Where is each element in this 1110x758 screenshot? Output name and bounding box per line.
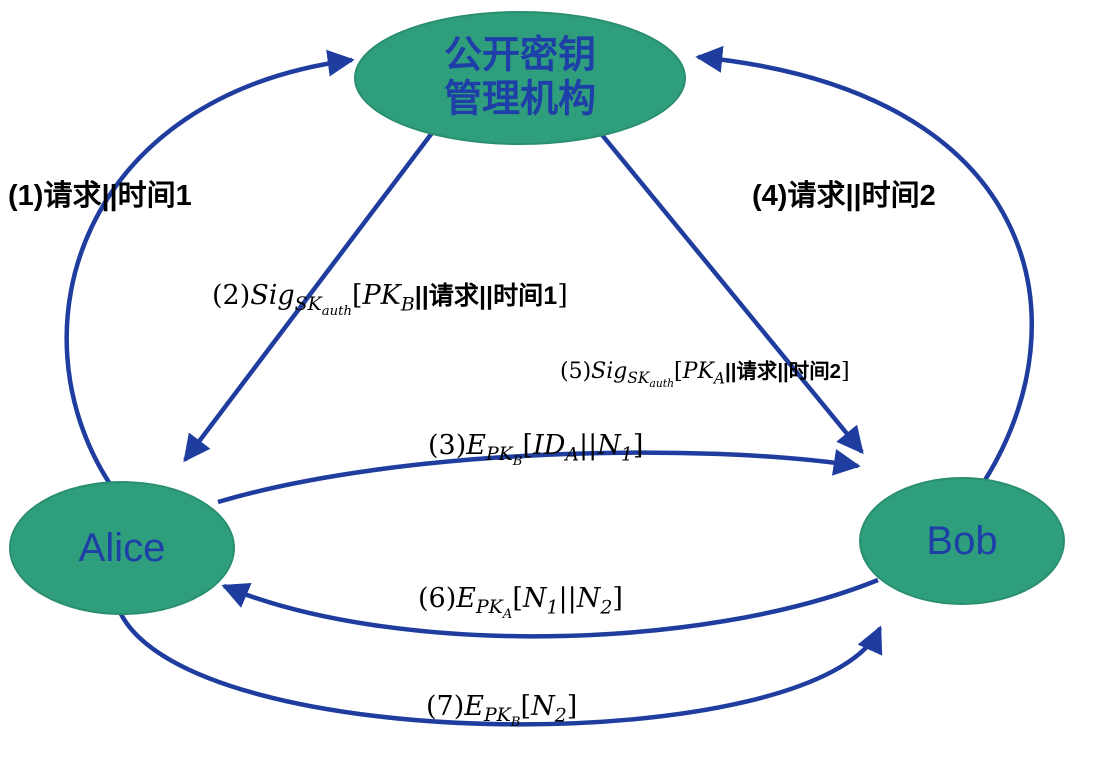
msg3-arg2-sub: 1: [620, 443, 633, 466]
msg2-open-bracket: [: [351, 280, 363, 311]
edge-7-alice-to-bob: [117, 611, 883, 727]
message-5-label: (5)SigSKauth[PKA||请求||时间2]: [560, 354, 850, 389]
message-3-label: (3)EPKB[IDA||N1]: [428, 430, 644, 468]
node-authority-label: 公开密钥 管理机构: [444, 34, 596, 121]
msg6-separator: ||: [558, 583, 577, 614]
msg5-arg1: PK: [682, 359, 714, 384]
msg3-arg1-sub: A: [565, 443, 580, 466]
msg5-function-sub: SK: [627, 369, 650, 388]
msg2-text: ||请求||时间1: [414, 282, 558, 310]
msg5-number: (5): [560, 359, 592, 384]
msg7-arg1: N: [531, 691, 555, 722]
node-authority-shape: [354, 11, 686, 145]
msg5-arg1-sub: A: [713, 369, 726, 388]
msg6-number: (6): [418, 583, 457, 614]
edge-4-bob-to-authority: [695, 45, 1034, 482]
msg2-function-subsub: auth: [321, 304, 352, 320]
msg7-close-bracket: ]: [566, 691, 578, 722]
msg2-arg1: PK: [362, 280, 401, 311]
msg2-close-bracket: ]: [557, 280, 568, 311]
msg6-arg2: N: [576, 583, 601, 614]
authority-label-line1: 公开密钥: [443, 34, 597, 77]
msg7-function: E: [464, 691, 484, 722]
msg2-function: Sig: [250, 280, 295, 311]
msg7-function-sub: PK: [483, 704, 511, 727]
msg5-close-bracket: ]: [841, 359, 850, 384]
msg5-open-bracket: [: [674, 359, 683, 384]
msg7-arg1-sub: 2: [554, 704, 567, 727]
node-alice-shape: [9, 481, 235, 615]
msg5-text: ||请求||时间2: [725, 360, 842, 383]
message-4-label: (4)请求||时间2: [752, 180, 936, 212]
message-1-label: (1)请求||时间1: [8, 180, 192, 212]
msg6-arg1: N: [522, 583, 547, 614]
msg3-function-sub: PK: [485, 443, 513, 466]
edge-2-authority-to-alice: [183, 123, 440, 463]
msg3-separator: ||: [579, 430, 598, 461]
node-bob-label: Bob: [926, 519, 998, 563]
msg3-function-subsub: B: [512, 454, 523, 470]
msg3-function: E: [466, 430, 486, 461]
message-2-label: (2)SigSKauth[PKB||请求||时间1]: [212, 276, 568, 318]
message-6-label: (6)EPKA[N1||N2]: [418, 583, 623, 621]
msg2-number: (2): [212, 280, 251, 311]
msg3-close-bracket: ]: [632, 430, 644, 461]
msg6-close-bracket: ]: [612, 583, 623, 614]
msg5-function: Sig: [591, 359, 628, 384]
msg6-arg2-sub: 2: [600, 596, 613, 619]
msg6-open-bracket: [: [512, 583, 523, 614]
msg2-arg1-sub: B: [400, 293, 415, 316]
edge-3-alice-to-bob: [217, 449, 861, 505]
msg6-function: E: [456, 583, 476, 614]
msg7-number: (7): [426, 691, 465, 722]
node-alice-label: Alice: [78, 526, 166, 570]
edge-5-authority-to-bob: [596, 128, 864, 455]
msg6-function-sub: PK: [475, 596, 503, 619]
edge-6-bob-to-alice: [221, 577, 879, 639]
msg6-arg1-sub: 1: [546, 596, 559, 619]
message-7-label: (7)EPKB[N2]: [426, 691, 578, 729]
msg7-function-subsub: B: [510, 715, 521, 731]
authority-label-line2: 管理机构: [443, 78, 597, 120]
msg3-arg1: ID: [533, 430, 566, 461]
msg7-open-bracket: [: [520, 691, 532, 722]
node-bob-shape: [859, 477, 1065, 605]
msg2-function-sub: SK: [294, 293, 322, 316]
msg3-number: (3): [428, 430, 467, 461]
msg6-function-subsub: A: [502, 607, 513, 623]
edge-1-alice-to-authority: [64, 49, 355, 486]
msg5-function-subsub: auth: [649, 377, 675, 391]
msg3-arg2: N: [597, 430, 621, 461]
msg3-open-bracket: [: [522, 430, 534, 461]
